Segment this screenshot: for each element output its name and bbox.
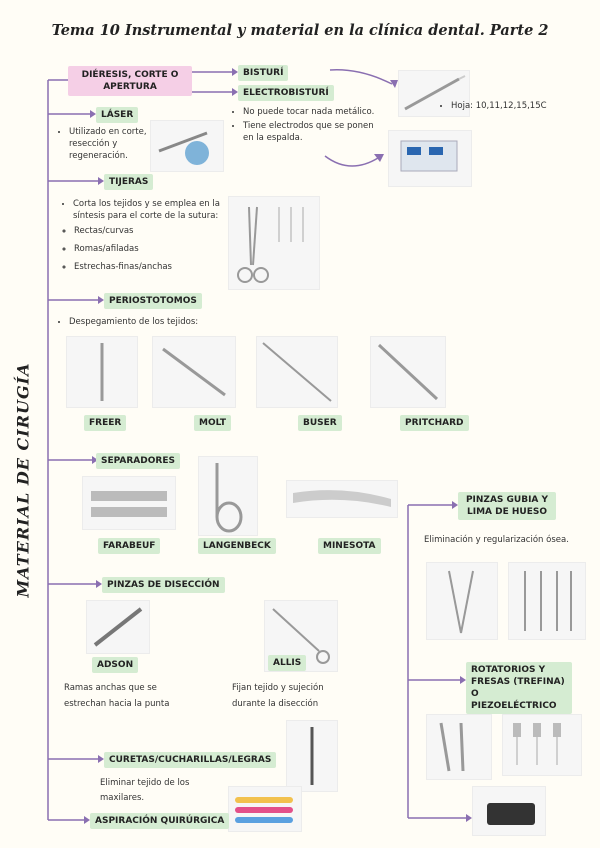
pritchard-image: [370, 336, 446, 408]
vertical-title: MATERIAL DE CIRUGÍA: [13, 362, 33, 598]
curetas-desc: Eliminar tejido de los maxilares.: [100, 778, 190, 803]
rotatorios-tag: ROTATORIOS Y FRESAS (TREFINA) O PIEZOELÉ…: [466, 662, 572, 714]
molt-tag: MOLT: [194, 415, 231, 431]
freer-image: [66, 336, 138, 408]
tijeras-image: [228, 196, 320, 290]
farabeuf-tag: FARABEUF: [98, 538, 161, 554]
pinzas-gubia-image: [426, 562, 498, 640]
minesota-tag: MINESOTA: [318, 538, 381, 554]
bisturi-image: [398, 70, 470, 117]
pritchard-tag: PRITCHARD: [400, 415, 469, 431]
lima-hueso-image: [508, 562, 586, 640]
periostotomos-tag: PERIOSTOTOMOS: [104, 293, 202, 309]
tijeras-bullets: Corta los tejidos y se emplea en la sínt…: [62, 198, 222, 279]
piezoelectrico-image: [472, 786, 546, 836]
page-title: Tema 10 Instrumental y material en la cl…: [51, 22, 549, 39]
curetas-tag: CURETAS/CUCHARILLAS/LEGRAS: [104, 752, 277, 768]
buser-image: [256, 336, 338, 408]
periostotomos-bullets: Despegamiento de los tejidos:: [58, 316, 198, 330]
electrobisturi-image: [388, 130, 472, 187]
buser-tag: BUSER: [298, 415, 342, 431]
molt-image: [152, 336, 236, 408]
pinzas-diseccion-tag: PINZAS DE DISECCIÓN: [102, 577, 225, 593]
trefina-image: [502, 714, 582, 776]
separadores-tag: SEPARADORES: [96, 453, 180, 469]
adson-image: [86, 600, 150, 654]
langenbeck-image: [198, 456, 258, 536]
pinzas-gubia-desc: Eliminación y regularización ósea.: [424, 535, 569, 545]
laser-bullets: Utilizado en corte, resección y regenera…: [58, 126, 148, 164]
freer-tag: FREER: [84, 415, 127, 431]
cureta-image: [286, 720, 338, 792]
farabeuf-image: [82, 476, 176, 530]
aspiracion-image: [228, 786, 302, 832]
allis-desc: Fijan tejido y sujeción durante la disec…: [232, 683, 324, 709]
bisturi-tag: BISTURÍ: [238, 65, 289, 81]
tijeras-tag: TIJERAS: [104, 174, 154, 190]
electrobisturi-bullets: No puede tocar nada metálico.Tiene elect…: [232, 106, 382, 146]
pinzas-gubia-tag: PINZAS GUBIA Y LIMA DE HUESO: [458, 492, 556, 520]
allis-tag: ALLIS: [268, 655, 307, 671]
adson-desc: Ramas anchas que se estrechan hacia la p…: [64, 683, 170, 709]
laser-image: [150, 120, 224, 172]
laser-tag: LÁSER: [96, 107, 139, 123]
dieresis-tag: DIÉRESIS, CORTE O APERTURA: [68, 66, 192, 96]
rotatorios-image: [426, 714, 492, 780]
minesota-image: [286, 480, 398, 518]
electrobisturi-tag: ELECTROBISTURÍ: [238, 85, 334, 101]
adson-tag: ADSON: [92, 657, 139, 673]
langenbeck-tag: LANGENBECK: [198, 538, 276, 554]
bisturi-hoja: Hoja: 10,11,12,15,15C: [440, 100, 547, 114]
aspiracion-tag: ASPIRACIÓN QUIRÚRGICA: [90, 813, 230, 829]
